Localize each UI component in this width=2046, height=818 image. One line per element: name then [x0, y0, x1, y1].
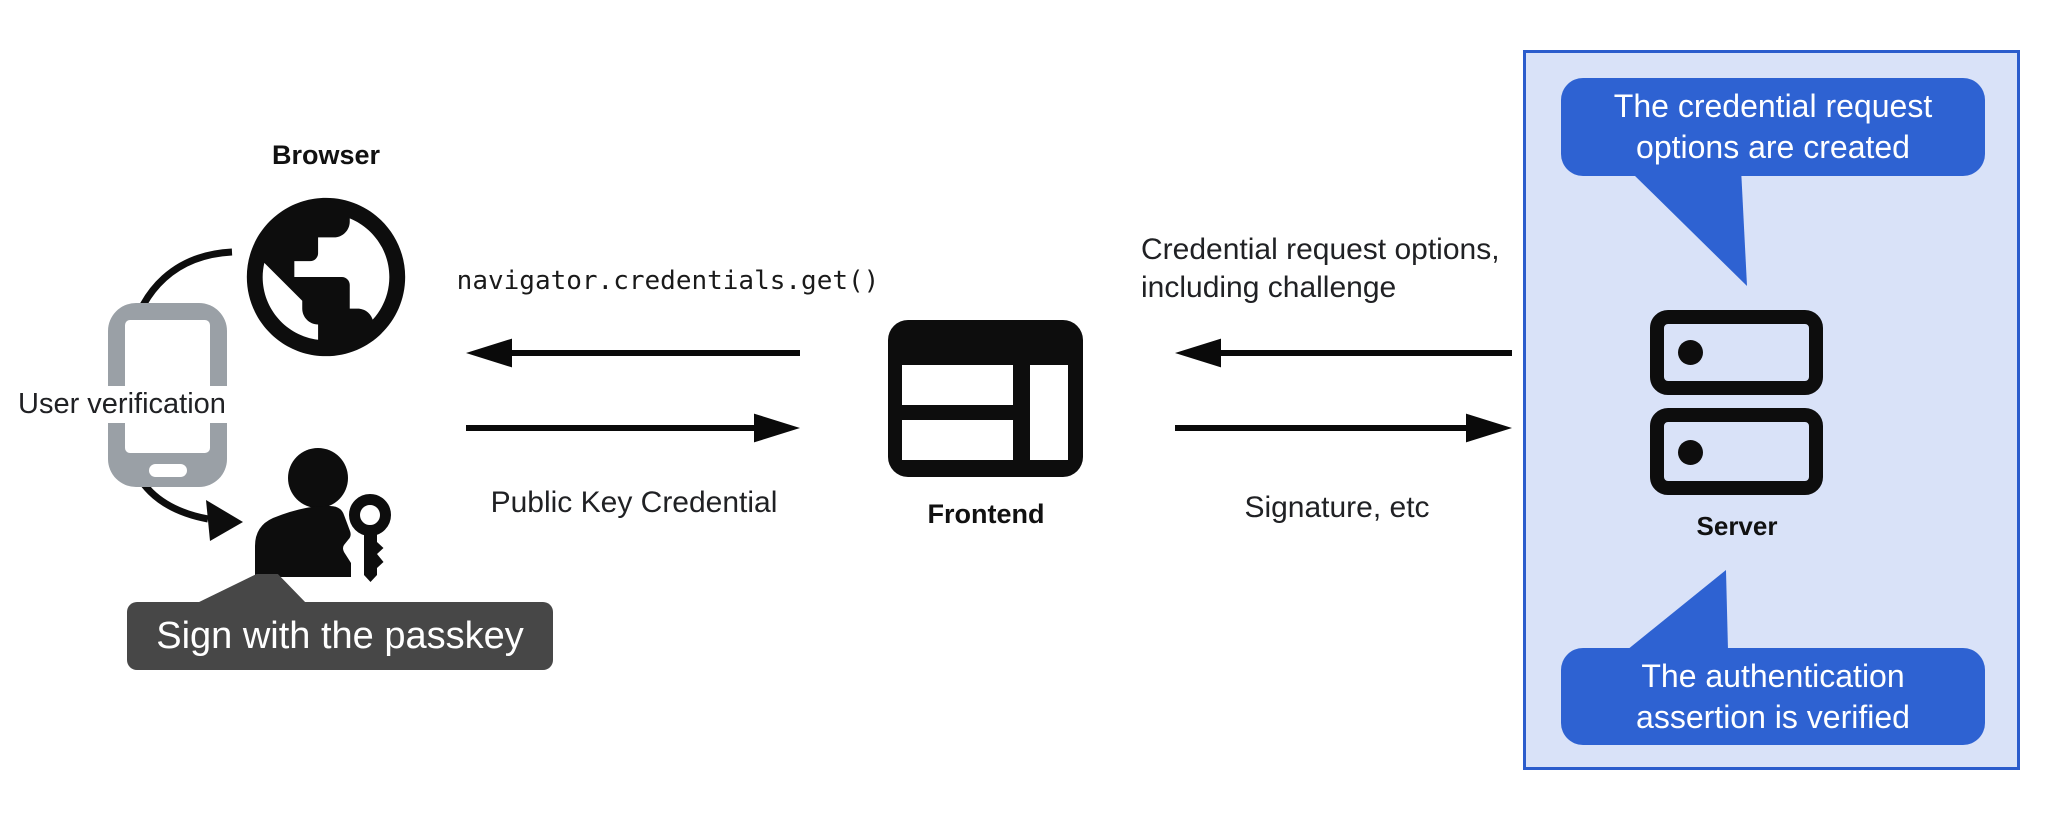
- arrow-server-to-frontend: [1175, 338, 1512, 368]
- arrow-browser-to-frontend: [466, 413, 800, 443]
- server-led: [1678, 340, 1703, 365]
- window-cell: [902, 365, 1013, 405]
- globe-icon: [246, 197, 406, 357]
- window-cell: [902, 420, 1013, 460]
- browser-label: Browser: [271, 140, 381, 170]
- public-key-credential-label: Public Key Credential: [490, 486, 778, 519]
- server-unit: [1650, 408, 1823, 495]
- window-cell: [1030, 365, 1068, 460]
- frontend-label: Frontend: [927, 499, 1045, 529]
- credential-request-options-label: Credential request options, including ch…: [1141, 233, 1500, 304]
- signature-label: Signature, etc: [1244, 491, 1430, 524]
- passkey-person-key-icon: [255, 448, 391, 582]
- arrowhead-right-icon: [1466, 413, 1512, 443]
- arrow-shaft: [1213, 350, 1512, 356]
- arrowhead-right-icon: [754, 413, 800, 443]
- callout-assertion-verified: The authentication assertion is verified: [1561, 648, 1985, 745]
- server-stack-icon: [1650, 310, 1823, 495]
- arrow-frontend-to-browser: [466, 338, 800, 368]
- arrow-shaft: [504, 350, 800, 356]
- browser-window-icon: [888, 320, 1083, 477]
- api-call-label: navigator.credentials.get(): [456, 266, 880, 296]
- user-verification-label: User verification: [14, 386, 230, 423]
- server-unit: [1650, 310, 1823, 395]
- sign-with-passkey-badge: Sign with the passkey: [127, 602, 553, 670]
- arrow-shaft: [466, 425, 762, 431]
- server-label: Server: [1696, 511, 1778, 541]
- server-led: [1678, 440, 1703, 465]
- arrow-frontend-to-server: [1175, 413, 1512, 443]
- callout-options-created: The credential request options are creat…: [1561, 78, 1985, 176]
- arrow-shaft: [1175, 425, 1474, 431]
- smartphone-home-button: [148, 464, 187, 477]
